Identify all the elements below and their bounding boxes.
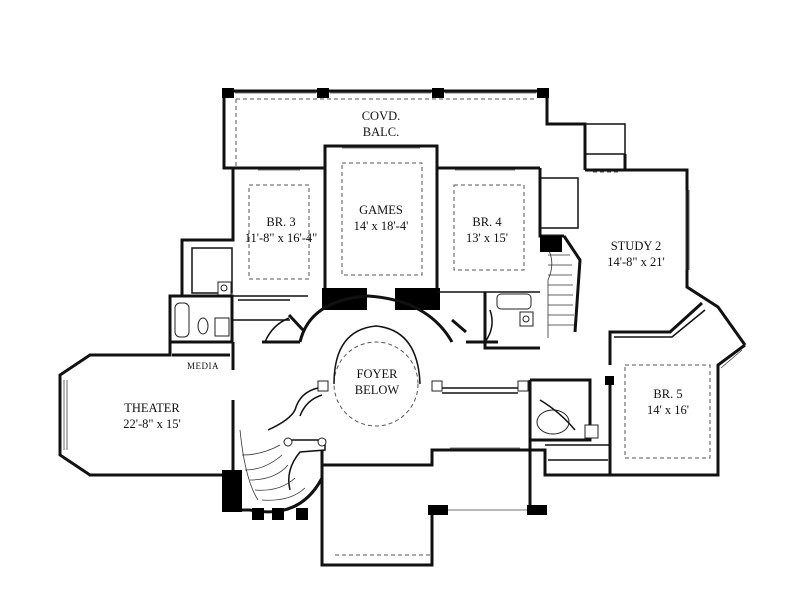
bedroom-4-walls xyxy=(437,166,579,350)
balcony-label-line2: BALC. xyxy=(363,125,399,139)
foyer-walls xyxy=(267,294,529,431)
study-2-walls xyxy=(540,123,747,350)
stair-and-entry xyxy=(222,420,547,567)
br3-name: BR. 3 xyxy=(266,215,295,229)
study2-size: 14'-8" x 21' xyxy=(607,255,665,269)
foyer-name-line2: BELOW xyxy=(355,383,400,397)
theater-size: 22'-8" x 15' xyxy=(123,417,181,431)
games-size: 14' x 18'-4' xyxy=(354,219,409,233)
balcony-label: COVD. xyxy=(362,109,401,123)
theater-name: THEATER xyxy=(124,401,180,415)
bath-br3 xyxy=(168,247,305,344)
games-name: GAMES xyxy=(359,203,403,217)
media-label: MEDIA xyxy=(187,361,219,371)
foyer-name: FOYER xyxy=(357,367,399,381)
balcony-walls xyxy=(222,88,587,170)
study2-name: STUDY 2 xyxy=(611,239,662,253)
br5-name: BR. 5 xyxy=(653,387,682,401)
br4-name: BR. 4 xyxy=(472,215,502,229)
br4-size: 13' x 15' xyxy=(466,231,508,245)
br3-size: 11'-8" x 16'-4" xyxy=(245,231,318,245)
bedroom-3-walls xyxy=(168,166,327,342)
bedroom-5-walls xyxy=(528,343,746,477)
br5-size: 14' x 16' xyxy=(647,403,689,417)
